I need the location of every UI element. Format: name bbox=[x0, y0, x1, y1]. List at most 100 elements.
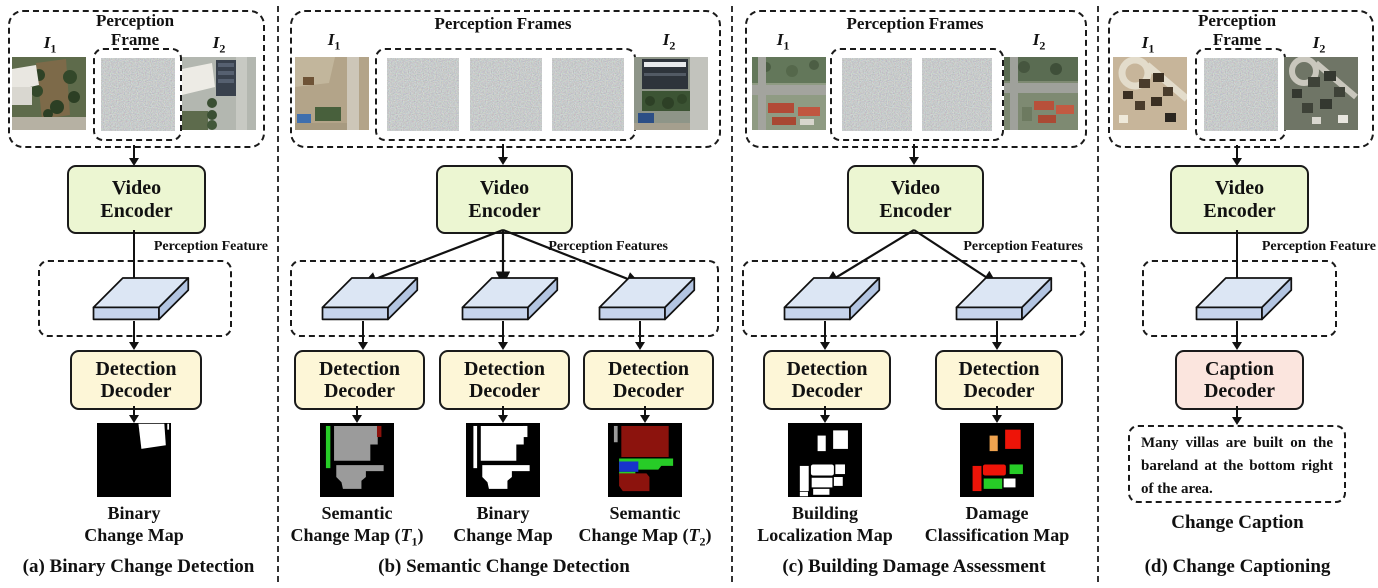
video-encoder-d: Video Encoder bbox=[1170, 165, 1309, 234]
detection-decoder-b-2: Detection Decoder bbox=[439, 350, 570, 410]
feature-fanout-arrows-b bbox=[362, 229, 641, 286]
image2-label-b: I2 bbox=[662, 30, 676, 53]
building-localization-map-image bbox=[788, 423, 862, 497]
perception-frames-title-c: Perception Frames bbox=[846, 14, 984, 33]
arrow-feature-to-decoder-a bbox=[128, 321, 139, 350]
output-label-b-3: Semantic Change Map (T2) bbox=[578, 503, 712, 549]
perception-feature-box-d bbox=[1142, 260, 1337, 337]
detection-decoder-c-2: Detection Decoder bbox=[935, 350, 1063, 410]
input-frames-box-c bbox=[745, 10, 1087, 148]
change-caption-label: Change Caption bbox=[1171, 512, 1304, 533]
change-caption-box: Many villas are built on the bareland at… bbox=[1128, 425, 1346, 503]
panel-caption-b: (b) Semantic Change Detection bbox=[378, 556, 630, 577]
feature-tensor-c-2 bbox=[955, 277, 1053, 321]
arrow-decoder-to-map-a bbox=[128, 406, 139, 423]
input-frames-box-b bbox=[290, 10, 721, 148]
aerial-photo-i2-a bbox=[182, 57, 256, 130]
title-line1: Perception bbox=[95, 11, 175, 30]
detection-decoder-b-3: Detection Decoder bbox=[583, 350, 714, 410]
aerial-photo-i1-a bbox=[12, 57, 86, 130]
aerial-photo-i1-b bbox=[295, 57, 369, 130]
panel-divider-2 bbox=[731, 6, 733, 582]
image2-label-d: I2 bbox=[1312, 33, 1326, 56]
arrow-feature-to-decoder-b-3 bbox=[634, 321, 645, 350]
noise-frame-c-1 bbox=[842, 58, 912, 131]
video-encoder-a: Video Encoder bbox=[67, 165, 206, 234]
semantic-change-map-t2-image bbox=[608, 423, 682, 497]
input-frames-box-d bbox=[1108, 10, 1374, 148]
arrow-feature-to-decoder-b-2 bbox=[497, 321, 508, 350]
perception-feature-label-d: Perception Feature bbox=[1261, 239, 1376, 254]
aerial-photo-i2-d bbox=[1284, 57, 1358, 130]
panel-semantic-change-detection: Perception Frames I1 I2 bbox=[277, 0, 731, 588]
perception-frames-title-b: Perception Frames bbox=[434, 14, 572, 33]
aerial-photo-i1-c bbox=[752, 57, 826, 130]
aerial-photo-i2-c bbox=[1004, 57, 1078, 130]
noise-frame-b-2 bbox=[469, 58, 542, 131]
arrow-feature-to-decoder-c-1 bbox=[819, 321, 830, 350]
perception-features-label-c: Perception Features bbox=[963, 239, 1083, 254]
binary-change-map-image-a bbox=[97, 423, 171, 497]
image2-label-a: I2 bbox=[212, 33, 226, 56]
image1-label-c: I1 bbox=[776, 30, 790, 53]
output-label-c-1: Building Localization Map bbox=[757, 503, 893, 545]
image2-label-c: I2 bbox=[1032, 30, 1046, 53]
arrow-frames-to-encoder-b bbox=[497, 144, 508, 165]
panel-divider-1 bbox=[277, 6, 279, 582]
feature-tensor-d bbox=[1195, 277, 1293, 321]
noise-frame-c-2 bbox=[922, 58, 992, 131]
aerial-photo-i2-b bbox=[634, 57, 708, 130]
arrow-frames-to-encoder-a bbox=[128, 145, 139, 166]
video-encoder-c: Video Encoder bbox=[847, 165, 984, 234]
output-label-c-2: Damage Classification Map bbox=[924, 503, 1070, 545]
detection-decoder-c-1: Detection Decoder bbox=[763, 350, 891, 410]
detection-decoder-b-1: Detection Decoder bbox=[294, 350, 425, 410]
feature-fanout-arrows-c bbox=[824, 229, 998, 285]
detection-decoder-a: Detection Decoder bbox=[70, 350, 202, 410]
arrow-feature-to-decoder-c-2 bbox=[991, 321, 1002, 350]
arrow-feature-to-decoder-b-1 bbox=[357, 321, 368, 350]
arrow-decoder-to-map-b-2 bbox=[497, 406, 508, 423]
input-frames-box-a bbox=[8, 10, 265, 148]
perception-frame-title-a: Perception Frame bbox=[35, 11, 235, 49]
semantic-change-map-t1-image bbox=[320, 423, 394, 497]
caption-decoder-d: Caption Decoder bbox=[1175, 350, 1304, 410]
image1-label-b: I1 bbox=[327, 30, 341, 53]
image1-label-a: I1 bbox=[43, 33, 57, 56]
perception-frame-slot-a bbox=[93, 48, 182, 141]
panel-divider-3 bbox=[1097, 6, 1099, 582]
panel-building-damage-assessment: Perception Frames I1 I2 bbox=[731, 0, 1097, 588]
perception-features-label-b: Perception Features bbox=[548, 239, 668, 254]
arrow-decoder-to-map-c-2 bbox=[991, 406, 1002, 423]
video-encoder-b: Video Encoder bbox=[436, 165, 573, 234]
feature-tensor-a bbox=[92, 277, 190, 321]
arrow-decoder-to-map-c-1 bbox=[819, 406, 830, 423]
noise-frame-b-1 bbox=[387, 58, 460, 131]
panel-caption-a: (a) Binary Change Detection bbox=[22, 556, 255, 577]
perception-feature-label-a: Perception Feature bbox=[153, 239, 268, 254]
perception-features-box-c bbox=[742, 260, 1086, 337]
feature-tensor-b-3 bbox=[598, 277, 696, 321]
title-line2: Frame bbox=[110, 29, 160, 49]
panel-caption-c: (c) Building Damage Assessment bbox=[782, 556, 1046, 577]
feature-tensor-b-2 bbox=[461, 277, 559, 321]
panel-change-captioning: Perception Frame I1 I2 bbox=[1097, 0, 1378, 588]
perception-features-box-b bbox=[290, 260, 719, 337]
perception-frames-slot-b bbox=[375, 48, 636, 141]
image1-label-d: I1 bbox=[1141, 33, 1155, 56]
arrow-feature-to-decoder-d bbox=[1231, 321, 1242, 350]
noise-frame-b-3 bbox=[551, 58, 624, 131]
perception-frame-title-d: Perception Frame bbox=[1197, 11, 1277, 49]
binary-change-map-image-b bbox=[466, 423, 540, 497]
perception-frame-slot-d bbox=[1195, 48, 1286, 141]
arrow-decoder-to-map-b-3 bbox=[639, 406, 650, 423]
arrow-frames-to-encoder-d bbox=[1231, 145, 1242, 166]
panel-binary-change-detection: Perception Frame I1 I2 bbox=[0, 0, 277, 588]
feature-tensor-b-1 bbox=[321, 277, 419, 321]
perception-frames-slot-c bbox=[830, 48, 1004, 141]
output-label-b-2: Binary Change Map bbox=[453, 503, 553, 545]
arrow-frames-to-encoder-c bbox=[908, 144, 919, 165]
perception-feature-box-a bbox=[38, 260, 232, 337]
aerial-photo-i1-d bbox=[1113, 57, 1187, 130]
